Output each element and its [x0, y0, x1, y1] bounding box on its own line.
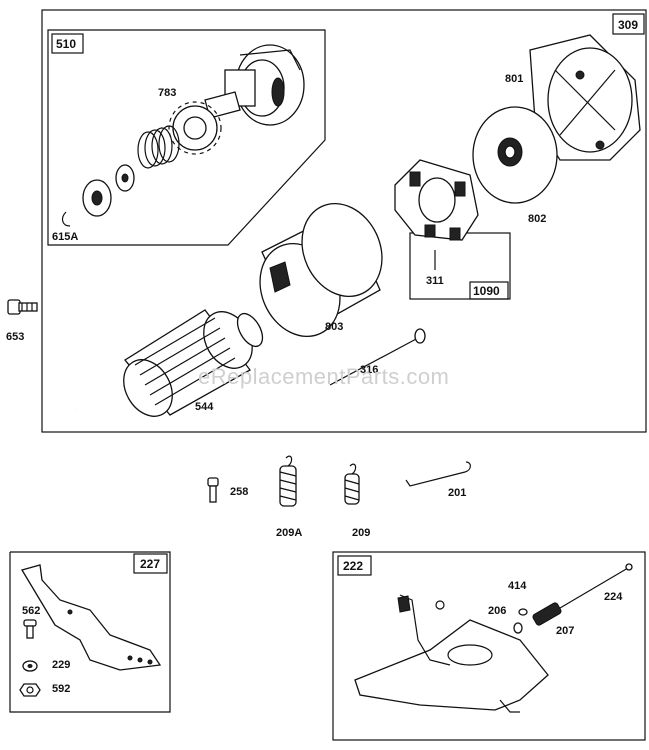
- bracket-group: 227 562 229 592: [9, 551, 171, 713]
- box-label-309: 309: [618, 18, 638, 32]
- drive-assembly-group: 510: [47, 29, 326, 246]
- box-label-222-frame: [337, 555, 372, 576]
- control-bracket: [354, 594, 549, 713]
- box-label-1090: 1090: [473, 284, 500, 298]
- part-label-201: 201: [448, 487, 466, 499]
- link-rod-201: [405, 461, 471, 487]
- bracket-frame: [9, 551, 171, 713]
- retaining-clip: [61, 211, 71, 227]
- part-label-592: 592: [52, 683, 70, 695]
- spring-209: [344, 463, 360, 505]
- control-frame: [332, 551, 646, 741]
- cable-spring-207: [532, 563, 633, 626]
- bolt-653: [7, 299, 38, 315]
- part-label-801: 801: [505, 73, 523, 85]
- part-label-209A: 209A: [276, 527, 302, 539]
- pinion-gear: [168, 101, 222, 155]
- part-label-209: 209: [352, 527, 370, 539]
- drive-assembly-frame: [47, 29, 326, 246]
- part-label-615A: 615A: [52, 231, 78, 243]
- box-label-510-frame: [51, 33, 84, 54]
- box-label-222: 222: [343, 559, 363, 573]
- drive-spring: [137, 125, 180, 169]
- part-label-311: 311: [426, 275, 444, 287]
- brush-holder-group: 1090 311: [394, 159, 511, 300]
- drive-housing: [224, 44, 305, 126]
- box-label-309-frame: [612, 13, 645, 35]
- part-label-207: 207: [556, 625, 574, 637]
- screw-258: [207, 477, 219, 503]
- starter-assembly-group: 309: [41, 9, 647, 433]
- part-label-206: 206: [488, 605, 506, 617]
- box-label-1090-frame: [469, 281, 509, 300]
- part-label-414: 414: [508, 580, 527, 592]
- box-label-510: 510: [56, 37, 76, 51]
- watermark-text: eReplacementParts.com: [198, 364, 449, 389]
- washer-414: [518, 608, 528, 616]
- washer-229: [22, 660, 38, 672]
- part-label-316: 316: [360, 364, 378, 376]
- washer-206: [513, 622, 523, 634]
- starter-assembly-frame: [41, 9, 647, 433]
- brush-plate: [472, 106, 558, 204]
- motor-housing: [259, 202, 383, 338]
- part-label-224: 224: [604, 591, 623, 603]
- part-label-653: 653: [6, 331, 24, 343]
- part-label-802: 802: [528, 213, 546, 225]
- nut-592: [19, 683, 41, 697]
- brush-holder: [394, 159, 479, 241]
- governor-bracket: [21, 564, 162, 671]
- part-label-803: 803: [325, 321, 343, 333]
- part-label-783: 783: [158, 87, 176, 99]
- control-group: 222 414 206 207 224: [332, 551, 646, 741]
- through-bolt: [329, 328, 426, 386]
- part-label-258: 258: [230, 486, 248, 498]
- drive-collar: [82, 179, 112, 217]
- screw-562: [23, 619, 37, 639]
- part-label-229: 229: [52, 659, 70, 671]
- spring-209A: [279, 455, 297, 507]
- box-label-227: 227: [140, 557, 160, 571]
- part-label-544: 544: [195, 401, 214, 413]
- armature: [74, 309, 264, 417]
- part-label-562: 562: [22, 605, 40, 617]
- box-label-227-frame: [133, 553, 168, 574]
